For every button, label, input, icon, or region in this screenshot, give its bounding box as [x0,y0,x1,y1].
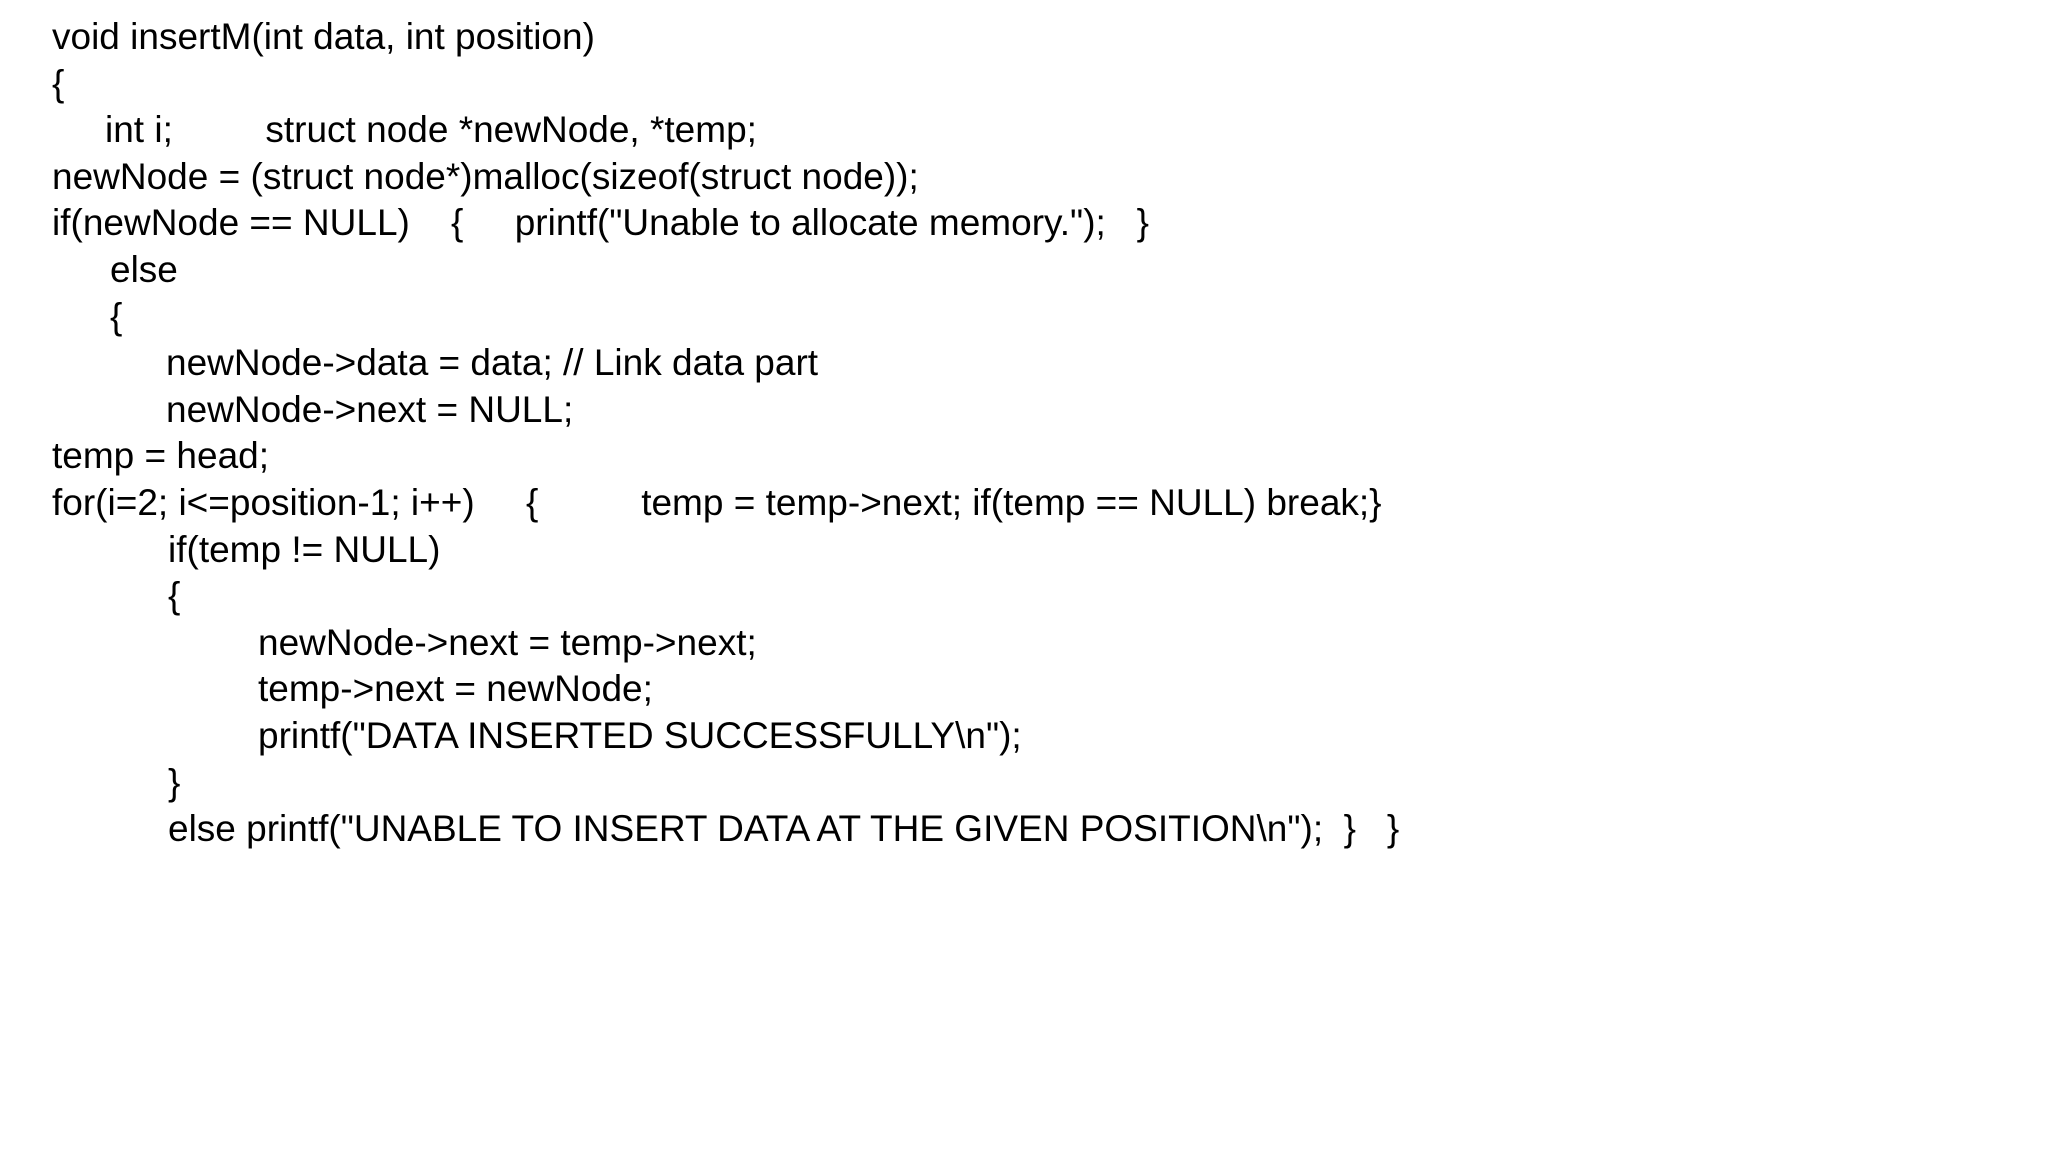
code-line: newNode = (struct node*)malloc(sizeof(st… [52,155,919,197]
code-line: if(temp != NULL) [168,528,441,570]
code-line: void insertM(int data, int position) [52,16,595,57]
code-block: void insertM(int data, int position) { int… [0,14,2048,853]
code-line: { [110,295,123,337]
code-line: printf("DATA INSERTED SUCCESSFULLY\n"); [258,714,1022,756]
code-line: temp = head; [52,435,270,477]
code-line: if(newNode == NULL) { printf("Unable to … [52,202,1149,244]
code-line: newNode->data = data; // Link data part [166,342,819,384]
code-line: { [168,575,181,617]
code-line: } [168,761,181,803]
code-line: for(i=2; i<=position-1; i++) { temp = te… [52,481,1382,523]
code-line: else printf("UNABLE TO INSERT DATA AT TH… [168,808,1400,850]
code-line: else [110,248,178,290]
code-line: temp->next = newNode; [258,668,653,710]
code-line: int i; struct node *newNode, *temp; [105,109,757,151]
code-line: newNode->next = NULL; [166,388,574,430]
code-line: { [52,62,65,104]
code-line: newNode->next = temp->next; [258,621,757,663]
